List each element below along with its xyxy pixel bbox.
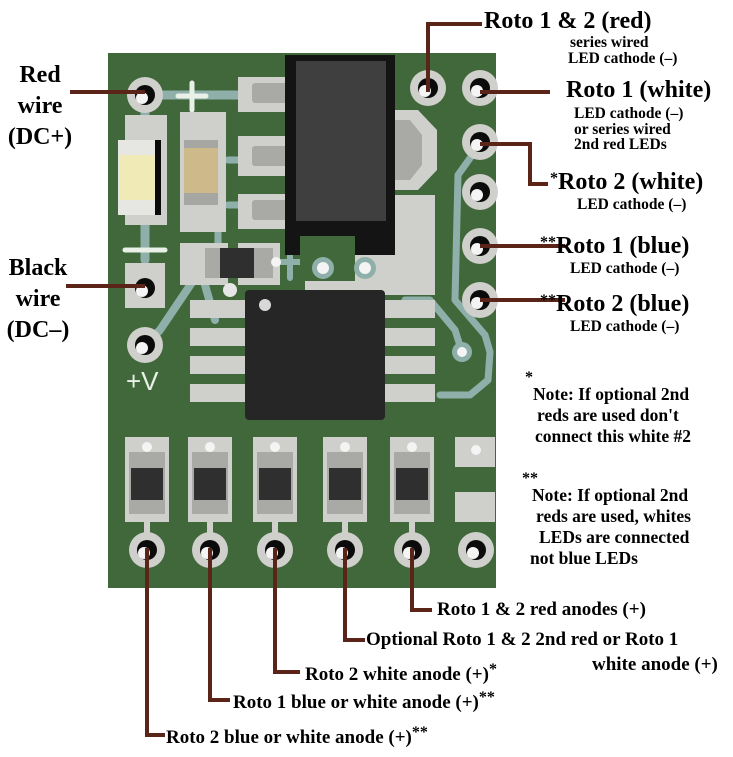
resistor bbox=[253, 437, 297, 536]
leader-pin4 bbox=[343, 548, 365, 642]
resistor bbox=[323, 437, 367, 536]
resistor bbox=[390, 437, 434, 536]
label-roto12-red: Roto 1 & 2 (red) series wired LED cathod… bbox=[484, 8, 678, 67]
silk-vplus: +V bbox=[126, 366, 159, 396]
label-roto2-blue: **Roto 2 (blue) LED cathode (–) bbox=[540, 291, 690, 335]
leader-pin1 bbox=[145, 548, 165, 737]
label-red-wire: Red wire (DC+) bbox=[7, 62, 73, 150]
label-black-wire: Black wire (DC–) bbox=[6, 255, 70, 343]
leader-pin3 bbox=[273, 548, 300, 674]
label-roto2-white: *Roto 2 (white) LED cathode (–) bbox=[550, 169, 704, 213]
label-roto1-blue: **Roto 1 (blue) LED cathode (–) bbox=[540, 233, 690, 277]
label-pin4: Optional Roto 1 & 2 2nd red or Roto 1 wh… bbox=[366, 629, 718, 675]
through-hole bbox=[462, 70, 498, 106]
label-pin2: Roto 1 blue or white anode (+)** bbox=[233, 689, 495, 713]
through-hole bbox=[127, 327, 163, 363]
leader-pin2 bbox=[208, 548, 230, 702]
leader-roto12-red bbox=[426, 22, 482, 92]
label-pin1: Roto 2 blue or white anode (+)** bbox=[166, 724, 428, 748]
components bbox=[118, 55, 495, 536]
leader-pin5 bbox=[410, 548, 432, 612]
through-hole bbox=[458, 532, 494, 568]
label-roto1-white: Roto 1 (white) LED cathode (–) or series… bbox=[566, 77, 712, 153]
leader-roto2-white bbox=[480, 142, 548, 186]
resistor bbox=[125, 437, 169, 536]
label-pin5: Roto 1 & 2 red anodes (+) bbox=[437, 599, 646, 620]
through-hole bbox=[127, 77, 163, 113]
note-single-star: * Note: If optional 2nd reds are used do… bbox=[525, 369, 692, 447]
label-pin3: Roto 2 white anode (+)* bbox=[305, 661, 497, 685]
through-hole bbox=[462, 174, 498, 210]
note-double-star: ** Note: If optional 2nd reds are used, … bbox=[522, 470, 691, 569]
silkscreen bbox=[122, 80, 209, 253]
leader-lines bbox=[66, 22, 565, 737]
resistor bbox=[188, 437, 232, 536]
